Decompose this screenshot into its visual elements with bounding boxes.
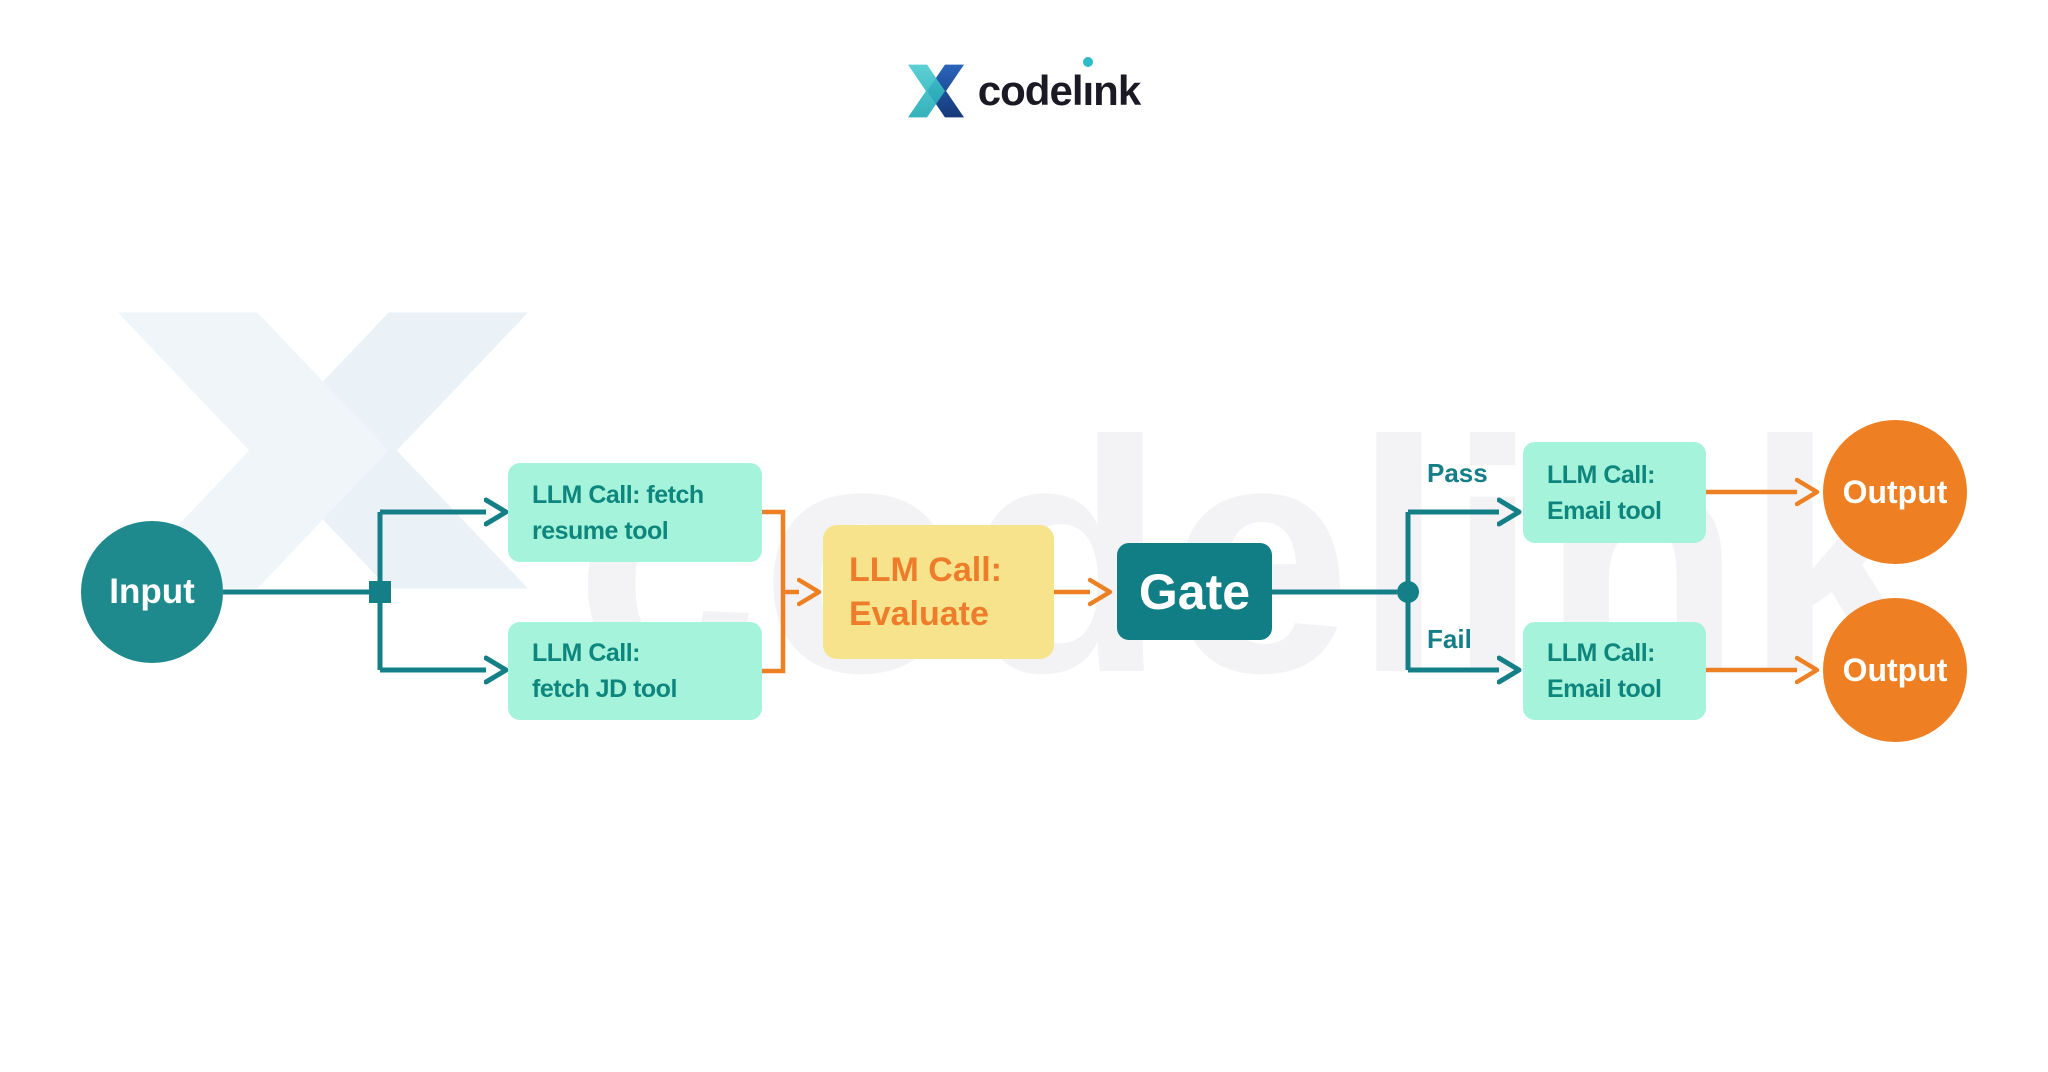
node-input-label: Input: [109, 572, 195, 611]
node-llm-fetch-resume-line2: resume tool: [532, 516, 669, 545]
node-llm-email-pass: LLM Call: Email tool: [1523, 442, 1706, 543]
node-llm-email-pass-line1: LLM Call:: [1547, 460, 1656, 489]
logo-text-post: nk: [1093, 67, 1141, 114]
node-llm-email-fail-line1: LLM Call:: [1547, 639, 1656, 667]
branch-junction-dot: [1397, 581, 1419, 603]
node-llm-evaluate: LLM Call: Evaluate: [823, 525, 1054, 659]
node-llm-fetch-jd: LLM Call: fetch JD tool: [508, 622, 762, 720]
node-output-pass: Output: [1823, 420, 1967, 564]
node-gate-label: Gate: [1138, 563, 1251, 620]
logo-i-dot-icon: [1082, 57, 1093, 67]
node-output-pass-label: Output: [1842, 473, 1948, 510]
node-llm-email-fail-line2: Email tool: [1547, 675, 1662, 703]
node-llm-fetch-resume-line1: LLM Call: fetch: [532, 480, 704, 509]
node-llm-evaluate-line2: Evaluate: [849, 595, 989, 633]
node-output-fail: Output: [1823, 598, 1967, 742]
node-input: Input: [81, 521, 223, 663]
node-llm-fetch-resume: LLM Call: fetch resume tool: [508, 463, 762, 562]
node-llm-evaluate-line1: LLM Call:: [849, 551, 1002, 589]
edge-label-pass: Pass: [1427, 458, 1488, 488]
logo-text-pre: codel: [977, 67, 1084, 114]
node-llm-email-pass-line2: Email tool: [1547, 496, 1662, 525]
split-junction-square: [369, 581, 391, 603]
node-llm-fetch-jd-line2: fetch JD tool: [532, 675, 677, 703]
node-llm-fetch-jd-line1: LLM Call:: [532, 639, 641, 667]
edge-label-fail: Fail: [1427, 624, 1472, 654]
codelink-logo-icon: [907, 64, 964, 118]
node-output-fail-label: Output: [1842, 651, 1948, 688]
node-gate: Gate: [1117, 543, 1272, 640]
node-llm-email-fail: LLM Call: Email tool: [1523, 622, 1706, 720]
logo-text-i: ı: [1083, 57, 1094, 115]
